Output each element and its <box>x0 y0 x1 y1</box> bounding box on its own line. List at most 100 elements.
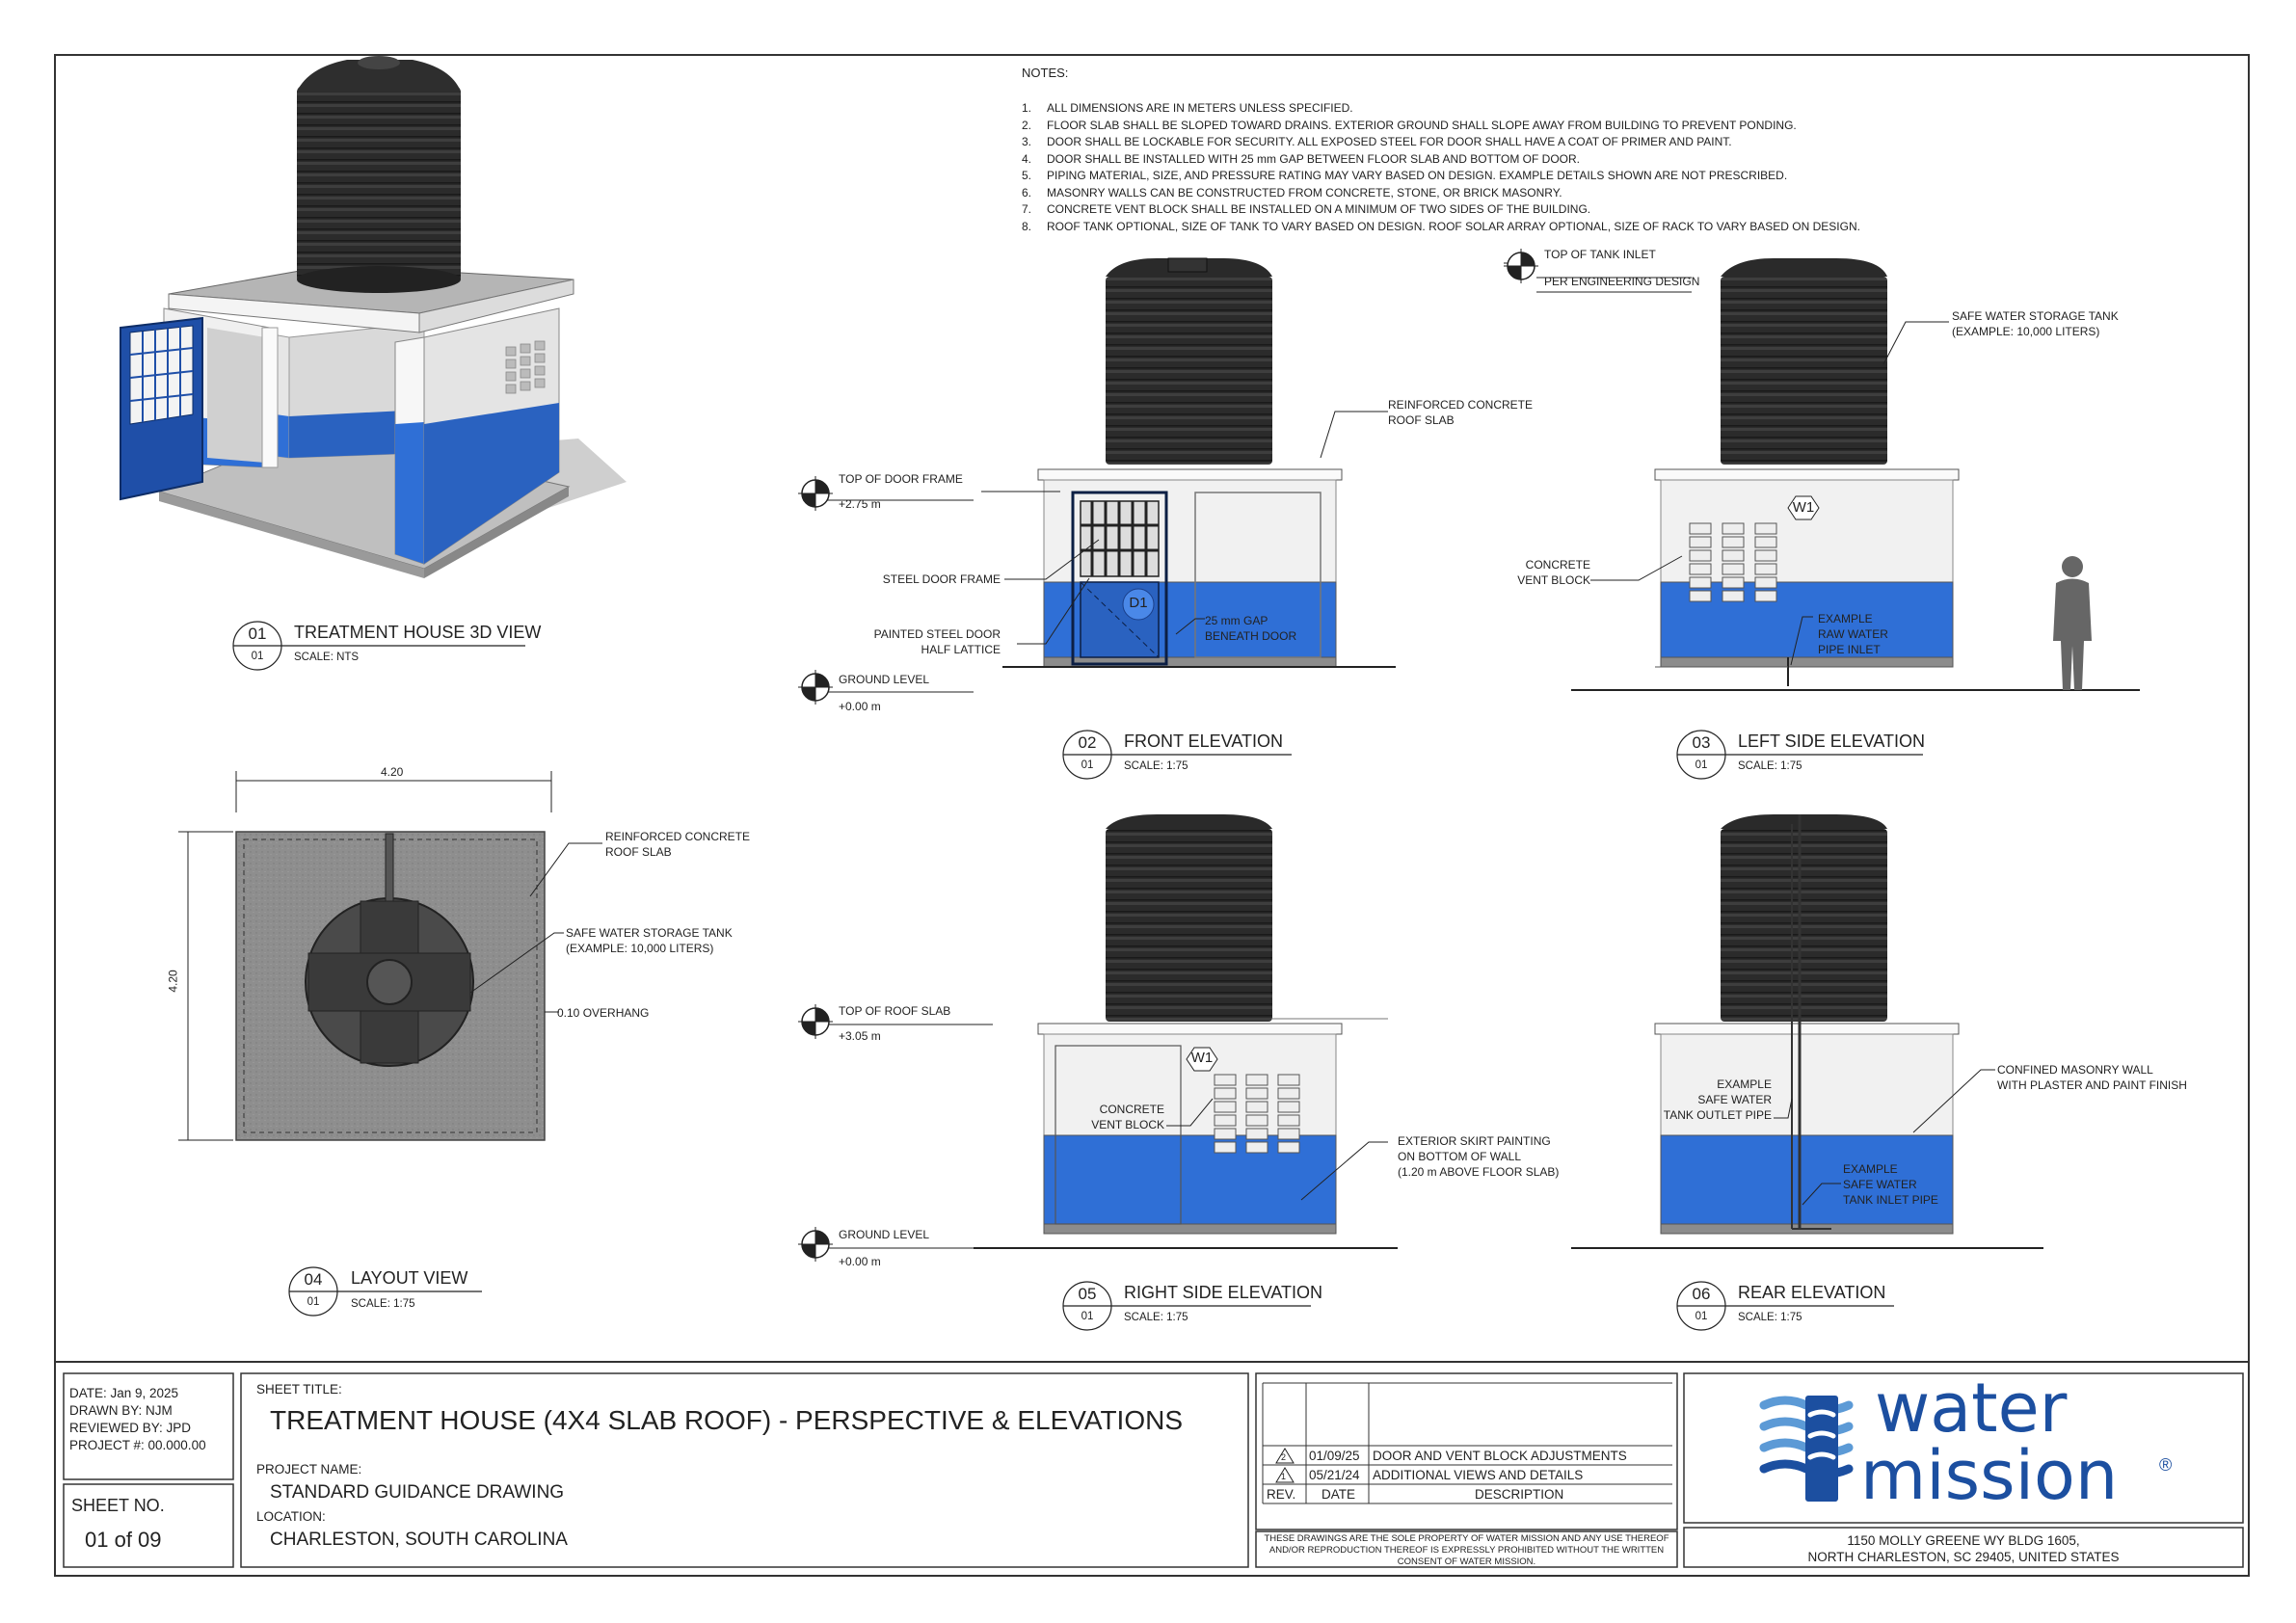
location-label: LOCATION: <box>256 1509 326 1524</box>
revision-triangles <box>1275 1448 1295 1483</box>
rev-header-description: DESCRIPTION <box>1475 1487 1564 1502</box>
front-elevation-drawing <box>803 257 1396 693</box>
note-item: 7.CONCRETE VENT BLOCK SHALL BE INSTALLED… <box>1022 202 1591 216</box>
view-02-number: 02 <box>1078 733 1097 752</box>
rev-number: 1 <box>1281 1472 1287 1481</box>
layout-view-drawing <box>178 771 602 1141</box>
dim-width: 4.20 <box>381 765 404 779</box>
disclaimer: THESE DRAWINGS ARE THE SOLE PROPERTY OF … <box>1264 1533 1669 1567</box>
notes-title: NOTES: <box>1022 66 1069 80</box>
vent-tag-w1-left: W1 <box>1792 499 1815 516</box>
title-block-meta: DATE: Jan 9, 2025 DRAWN BY: NJM REVIEWED… <box>69 1385 206 1454</box>
view-05-title: RIGHT SIDE ELEVATION <box>1124 1283 1323 1302</box>
right-side-elevation-drawing <box>803 814 1398 1249</box>
callout-left-tank: SAFE WATER STORAGE TANK(EXAMPLE: 10,000 … <box>1952 309 2119 338</box>
level-ground-front: GROUND LEVEL <box>839 673 930 686</box>
view-06-title: REAR ELEVATION <box>1738 1283 1886 1302</box>
address: 1150 MOLLY GREENE WY BLDG 1605, NORTH CH… <box>1807 1533 2120 1564</box>
sheet-no: 01 of 09 <box>85 1528 162 1552</box>
left-side-elevation-drawing <box>1504 258 2140 691</box>
view-03-scale: SCALE: 1:75 <box>1738 760 1802 772</box>
rev-header-date: DATE <box>1322 1487 1356 1502</box>
view-03-title: LEFT SIDE ELEVATION <box>1738 732 1926 751</box>
view-05-scale: SCALE: 1:75 <box>1124 1312 1188 1323</box>
level-ground-right-value: +0.00 m <box>839 1255 881 1268</box>
view-01-scale: SCALE: NTS <box>294 652 360 663</box>
note-item: 3.DOOR SHALL BE LOCKABLE FOR SECURITY. A… <box>1022 135 1732 148</box>
project-name: STANDARD GUIDANCE DRAWING <box>270 1482 565 1503</box>
logo-word-water: water <box>1875 1369 2068 1448</box>
note-item: 4.DOOR SHALL BE INSTALLED WITH 25 mm GAP… <box>1022 151 1580 166</box>
note-item: 2.FLOOR SLAB SHALL BE SLOPED TOWARD DRAI… <box>1022 118 1797 132</box>
rear-elevation-drawing <box>1571 814 2043 1249</box>
view-06-scale: SCALE: 1:75 <box>1738 1312 1802 1323</box>
rev-number: 2 <box>1281 1452 1287 1462</box>
project-number: PROJECT #: 00.000.00 <box>69 1438 206 1452</box>
view-06-number: 06 <box>1692 1285 1711 1303</box>
project-name-label: PROJECT NAME: <box>256 1462 362 1477</box>
view-06-sheet: 01 <box>1695 1311 1708 1322</box>
view-04-number: 04 <box>304 1270 323 1289</box>
view-02-title: FRONT ELEVATION <box>1124 732 1284 751</box>
location: CHARLESTON, SOUTH CAROLINA <box>270 1530 568 1550</box>
level-ground-front-value: +0.00 m <box>839 700 881 713</box>
callout-layout-tank: SAFE WATER STORAGE TANK(EXAMPLE: 10,000 … <box>566 926 733 955</box>
logo-word-mission: mission <box>1860 1436 2119 1515</box>
callout-steel-door-frame: STEEL DOOR FRAME <box>882 572 1001 586</box>
level-markers <box>798 249 1538 1262</box>
view-03-sheet: 01 <box>1695 759 1708 771</box>
rev-header-rev: REV. <box>1267 1487 1296 1502</box>
drawn-by: DRAWN BY: NJM <box>69 1403 173 1418</box>
note-item: 8.ROOF TANK OPTIONAL, SIZE OF TANK TO VA… <box>1022 219 1860 233</box>
rev-description: ADDITIONAL VIEWS AND DETAILS <box>1373 1468 1584 1482</box>
title-block-frame <box>63 1372 2244 1568</box>
sheet-title-label: SHEET TITLE: <box>256 1382 342 1397</box>
view-04-scale: SCALE: 1:75 <box>351 1298 415 1310</box>
level-top-roof-slab-value: +3.05 m <box>839 1029 881 1043</box>
logo-registered-mark: ® <box>2159 1455 2173 1475</box>
level-ground-right: GROUND LEVEL <box>839 1228 930 1241</box>
view-02-scale: SCALE: 1:75 <box>1124 760 1188 772</box>
view-04-title: LAYOUT VIEW <box>351 1268 468 1288</box>
level-top-roof-slab: TOP OF ROOF SLAB <box>839 1004 951 1018</box>
view-02-sheet: 01 <box>1081 759 1094 771</box>
notes-list: 1.ALL DIMENSIONS ARE IN METERS UNLESS SP… <box>1022 100 1860 235</box>
note-item: 1.ALL DIMENSIONS ARE IN METERS UNLESS SP… <box>1022 101 1353 115</box>
note-item: 6.MASONRY WALLS CAN BE CONSTRUCTED FROM … <box>1022 185 1562 200</box>
level-top-door-frame: TOP OF DOOR FRAME <box>839 472 963 486</box>
callout-overhang: 0.10 OVERHANG <box>557 1006 650 1020</box>
level-top-door-frame-value: +2.75 m <box>839 497 881 511</box>
view-01-number: 01 <box>248 625 267 643</box>
view-01-sheet: 01 <box>251 651 264 662</box>
dim-height: 4.20 <box>166 970 180 993</box>
view-05-number: 05 <box>1078 1285 1097 1303</box>
human-scale-figure <box>2053 556 2092 690</box>
drawing-date: DATE: Jan 9, 2025 <box>69 1386 179 1400</box>
treatment-house-3d-view <box>120 56 627 578</box>
revision-table-lines <box>1262 1382 1672 1504</box>
reviewed-by: REVIEWED BY: JPD <box>69 1421 192 1435</box>
note-item: 5.PIPING MATERIAL, SIZE, AND PRESSURE RA… <box>1022 169 1788 182</box>
view-bubbles <box>232 621 1923 1331</box>
view-01-title: TREATMENT HOUSE 3D VIEW <box>294 623 542 642</box>
sheet-no-label: SHEET NO. <box>71 1496 165 1515</box>
sheet-title: TREATMENT HOUSE (4X4 SLAB ROOF) - PERSPE… <box>270 1405 1184 1435</box>
sheet-border <box>54 54 2250 1577</box>
rev-description: DOOR AND VENT BLOCK ADJUSTMENTS <box>1373 1449 1627 1463</box>
view-04-sheet: 01 <box>307 1296 320 1308</box>
rev-date: 01/09/25 <box>1309 1449 1360 1463</box>
level-top-tank-inlet-value: PER ENGINEERING DESIGN <box>1544 275 1700 288</box>
water-mission-logo-mark <box>1759 1396 1854 1502</box>
